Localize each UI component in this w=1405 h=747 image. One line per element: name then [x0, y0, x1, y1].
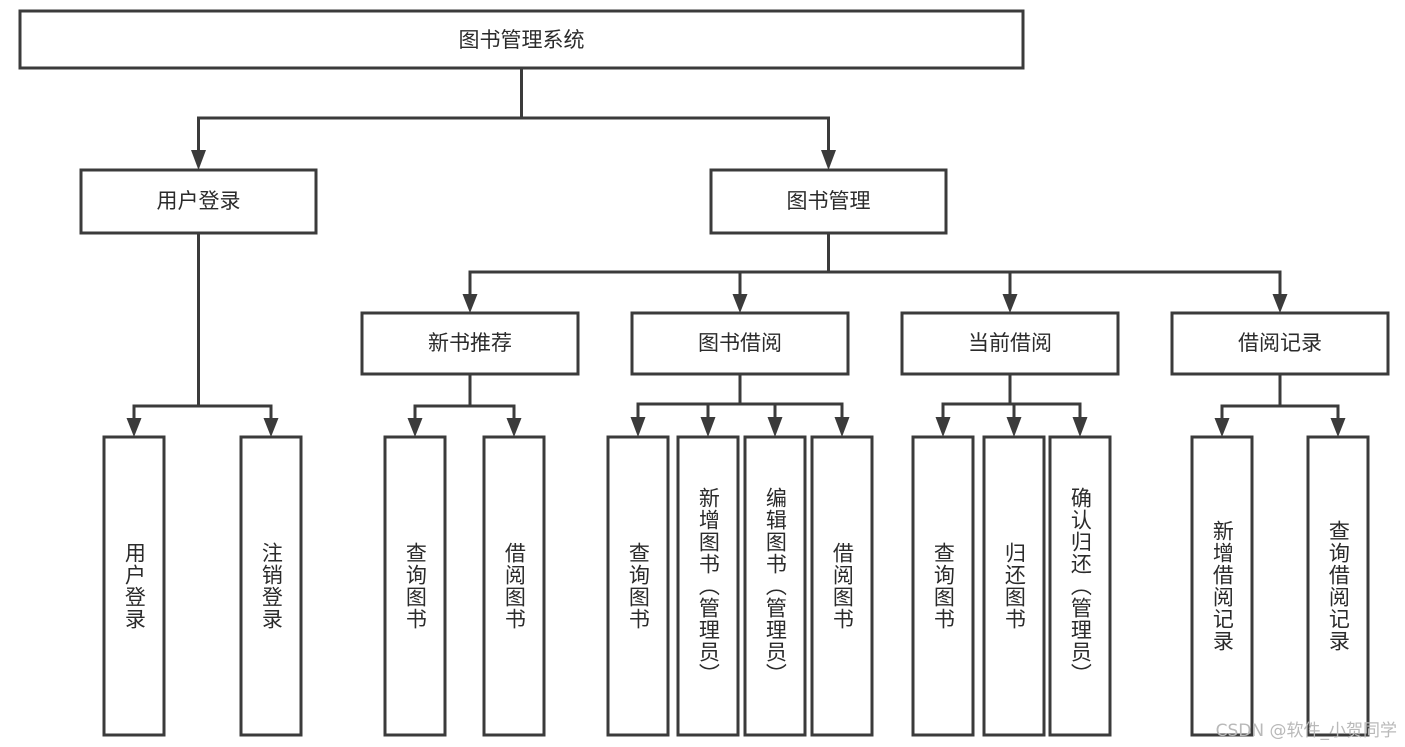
node-borrow-record-box[interactable] [1170, 311, 1390, 376]
arrow-head-nb-leaf-2 [506, 418, 522, 437]
node-book-management-label: 图书管理 [787, 189, 871, 213]
arrow-head-cb-leaf-3 [1072, 417, 1088, 437]
node-root[interactable]: 图书管理系统 [18, 9, 1025, 70]
arrow-head-nb-leaf-1 [407, 418, 423, 437]
arrow-head-current [1002, 294, 1018, 313]
connector-layer [126, 66, 1346, 437]
leaf-box-add-book-admin[interactable] [676, 435, 740, 737]
arrow-head-book-mgmt [821, 150, 836, 170]
arrow-head-bw-leaf-1 [630, 417, 646, 437]
node-user-login-box[interactable] [79, 168, 318, 235]
node-user-login-label: 用户登录 [157, 189, 241, 213]
leaf-box-add-record[interactable] [1190, 435, 1254, 737]
leaf-box-return-book[interactable] [982, 435, 1046, 737]
arrow-head-rc-leaf-2 [1330, 418, 1346, 437]
node-current-borrow-label: 当前借阅 [968, 331, 1052, 355]
arrow-head-bw-leaf-2 [700, 417, 716, 437]
leaf-box-query-record[interactable] [1306, 435, 1370, 737]
node-root-box[interactable] [18, 9, 1025, 70]
arrow-head-record [1272, 294, 1288, 313]
node-book-management-box[interactable] [709, 168, 948, 235]
leaf-box-logout[interactable] [239, 435, 303, 737]
node-layer: 图书管理系统 用户登录 图书管理 新书推荐 图书借阅 当前 [18, 9, 1390, 737]
leaf-box-edit-book-admin[interactable] [743, 435, 807, 737]
arrow-head-borrow [732, 294, 748, 313]
arrow-head-user-login [191, 150, 206, 170]
leaf-box-borrow-book-bw[interactable] [810, 435, 874, 737]
node-book-borrow-box[interactable] [630, 311, 850, 376]
leaf-box-confirm-return[interactable] [1048, 435, 1112, 737]
node-new-book-recommend-label: 新书推荐 [428, 331, 512, 355]
arrow-head-bw-leaf-4 [834, 417, 850, 437]
arrow-head-bw-leaf-3 [767, 417, 783, 437]
node-book-management[interactable]: 图书管理 [709, 168, 948, 235]
node-new-book-recommend[interactable]: 新书推荐 [360, 311, 580, 376]
csdn-watermark: CSDN @软件_小贺同学 [1215, 721, 1397, 741]
node-user-login[interactable]: 用户登录 [79, 168, 318, 235]
node-borrow-record[interactable]: 借阅记录 [1170, 311, 1390, 376]
leaf-box-query-book-nb[interactable] [383, 435, 447, 737]
node-book-borrow-label: 图书借阅 [698, 331, 782, 355]
node-borrow-record-label: 借阅记录 [1238, 331, 1322, 355]
arrow-head-cb-leaf-2 [1006, 417, 1022, 437]
arrow-head-new-book [462, 294, 478, 313]
node-current-borrow-box[interactable] [900, 311, 1120, 376]
arrow-head-rc-leaf-1 [1214, 418, 1230, 437]
arrow-head-leaf-user-login [126, 418, 142, 437]
node-current-borrow[interactable]: 当前借阅 [900, 311, 1120, 376]
leaf-box-query-book-cb[interactable] [911, 435, 975, 737]
node-book-borrow[interactable]: 图书借阅 [630, 311, 850, 376]
node-root-label: 图书管理系统 [459, 28, 585, 52]
arrow-head-leaf-logout [263, 418, 279, 437]
node-new-book-recommend-box[interactable] [360, 311, 580, 376]
leaf-box-query-book-bw[interactable] [606, 435, 670, 737]
leaf-box-user-login[interactable] [102, 435, 166, 737]
arrow-head-cb-leaf-1 [935, 417, 951, 437]
leaf-box-borrow-book-nb[interactable] [482, 435, 546, 737]
